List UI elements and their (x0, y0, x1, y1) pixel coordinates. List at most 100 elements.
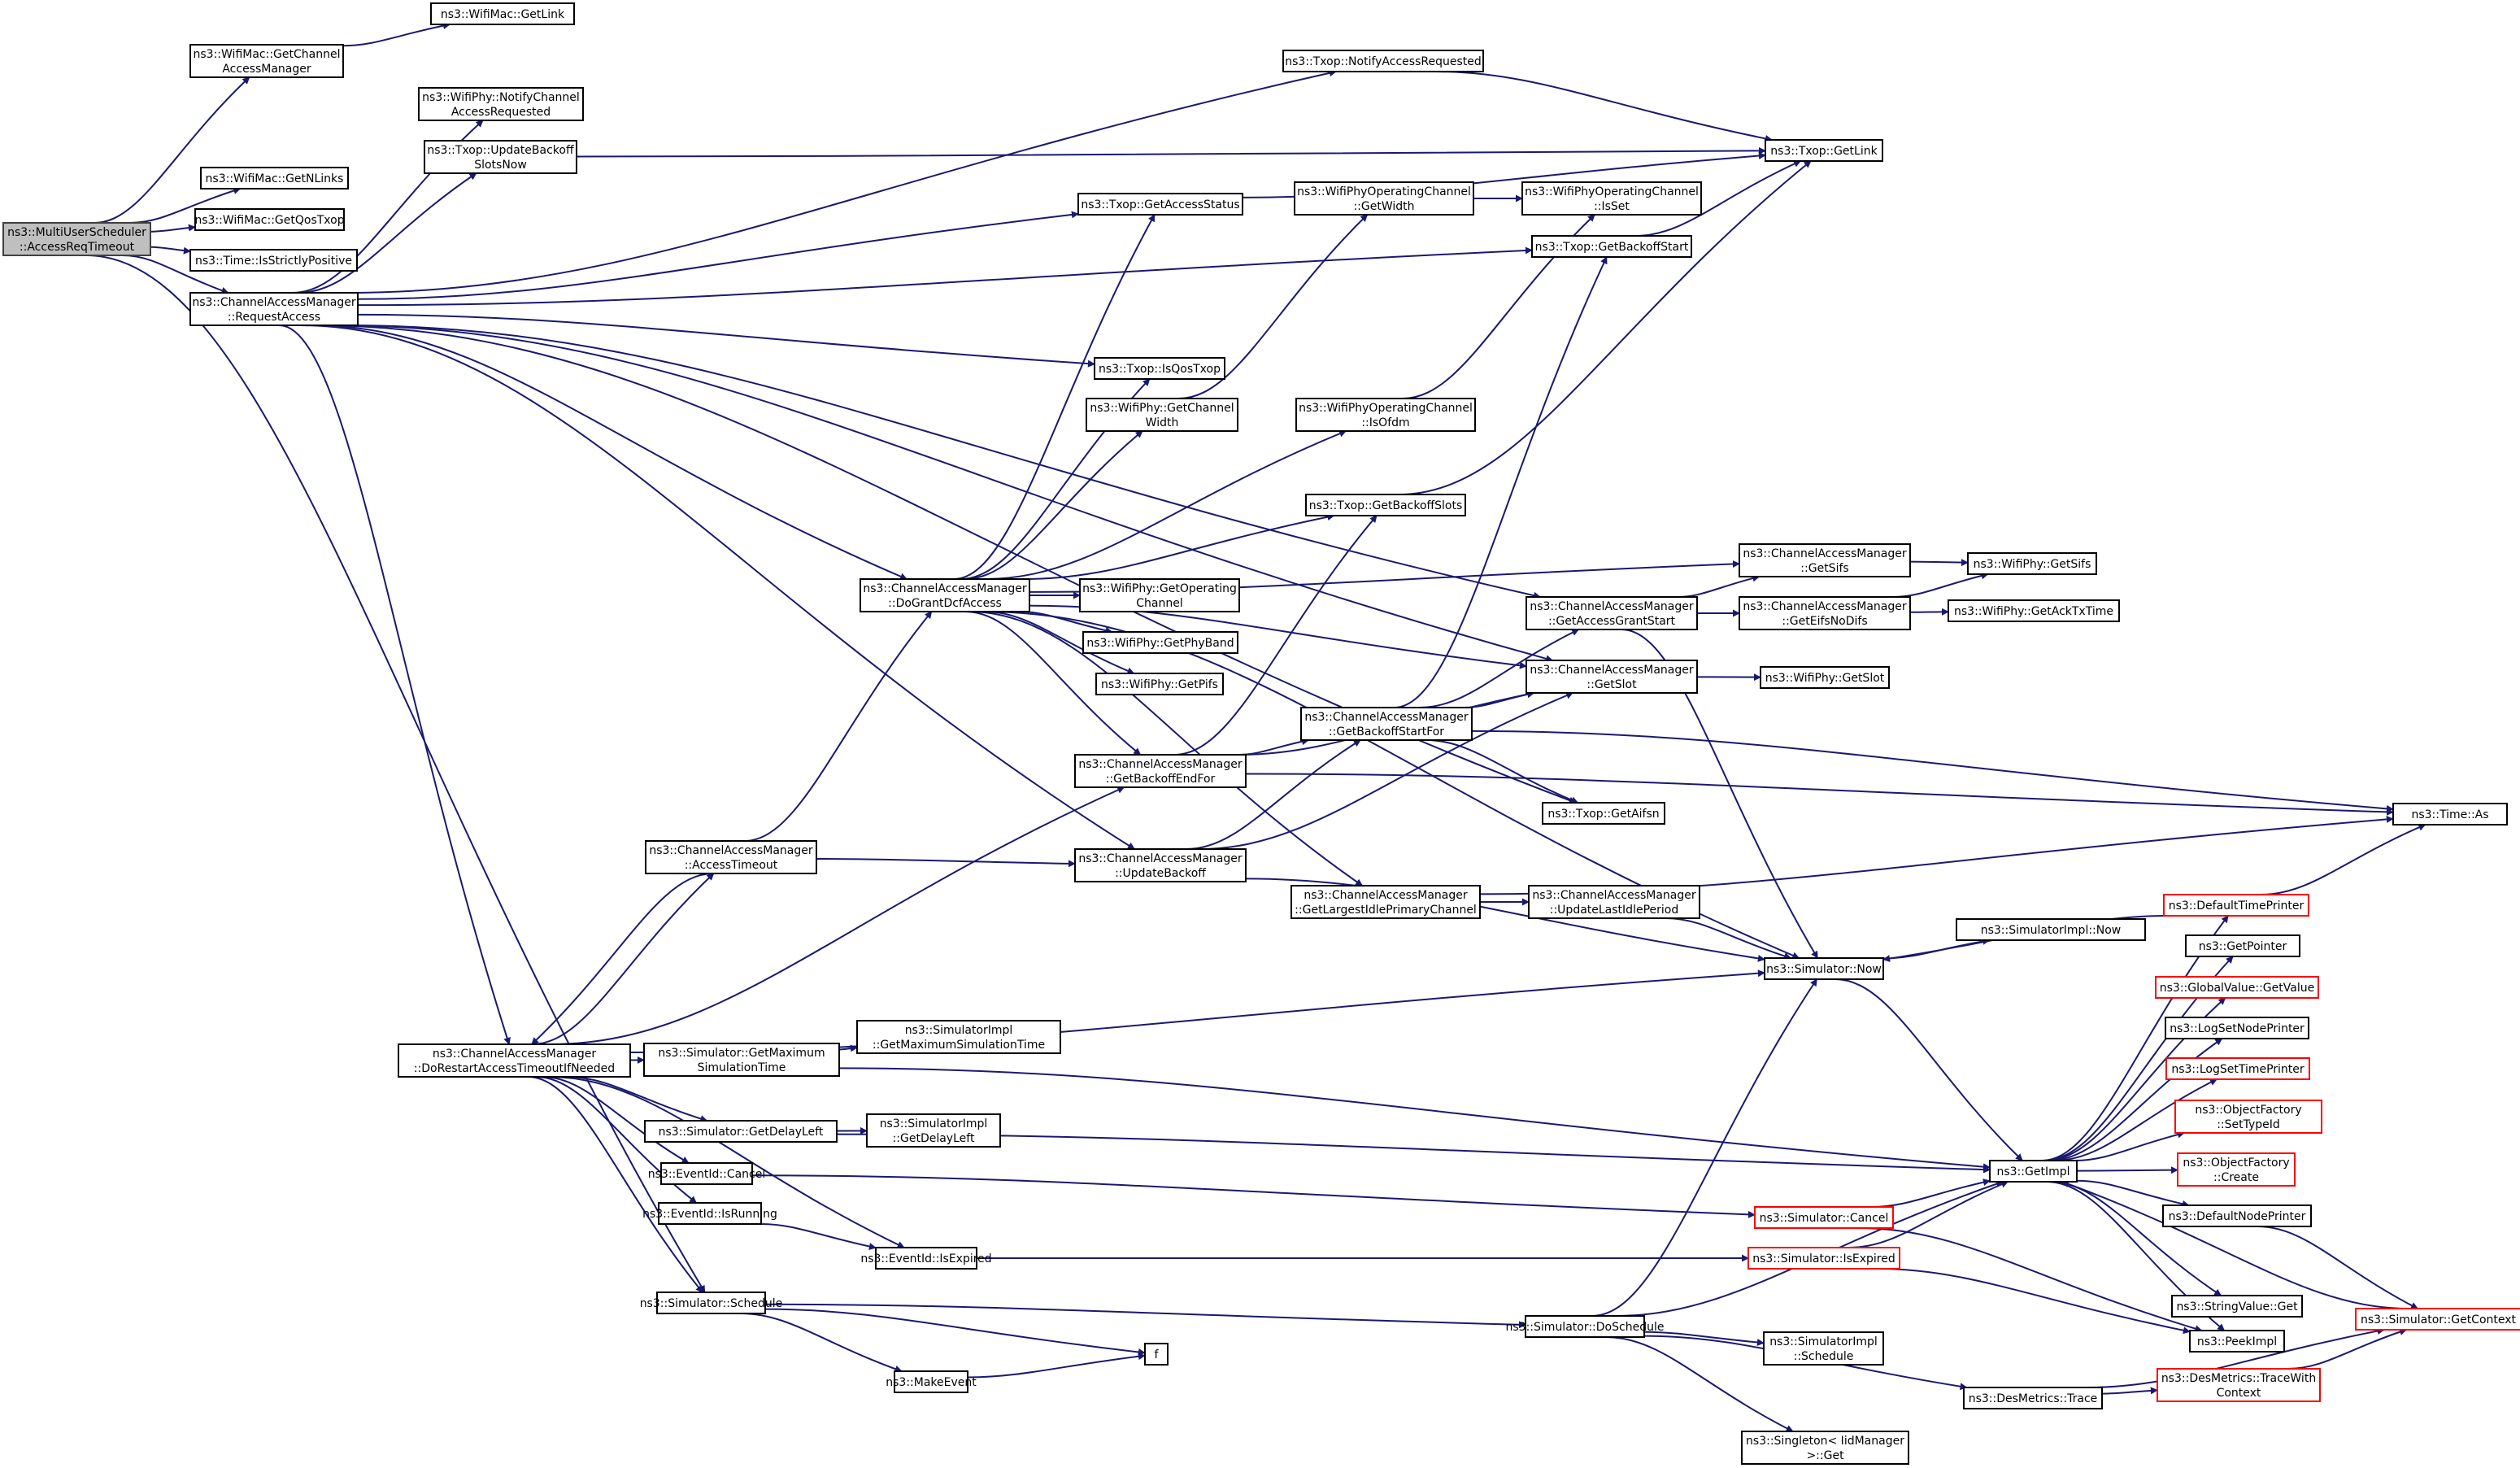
node-label: ::SetTypeId (2217, 1118, 2280, 1131)
node-label: ns3::Simulator::IsExpired (1752, 1252, 1895, 1265)
node-label: ns3::Singleton< IidManager (1746, 1435, 1904, 1448)
node-simImplNow[interactable]: ns3::SimulatorImpl::Now (1956, 918, 2146, 941)
node-eventIdIsExpired[interactable]: ns3::EventId::IsExpired (860, 1247, 992, 1270)
node-camGetEifsNoDifs[interactable]: ns3::ChannelAccessManager::GetEifsNoDifs (1739, 596, 1911, 630)
node-phyGetSifs[interactable]: ns3::WifiPhy::GetSifs (1967, 552, 2097, 575)
node-simIsExpired[interactable]: ns3::Simulator::IsExpired (1747, 1247, 1900, 1270)
node-phyGetSlot[interactable]: ns3::WifiPhy::GetSlot (1760, 666, 1890, 689)
node-box (2162, 1204, 2312, 1227)
node-camDoGrantDcfAccess[interactable]: ns3::ChannelAccessManager::DoGrantDcfAcc… (860, 578, 1030, 612)
edge-eventIdIsRunning-to-eventIdIsExpired (760, 1223, 877, 1250)
node-stringValueGet[interactable]: ns3::StringValue::Get (2171, 1295, 2303, 1318)
node-root[interactable]: ns3::MultiUserScheduler::AccessReqTimeou… (2, 222, 151, 256)
node-eventIdCancel[interactable]: ns3::EventId::Cancel (648, 1162, 766, 1185)
node-camGetLargestIdle[interactable]: ns3::ChannelAccessManager::GetLargestIdl… (1290, 885, 1481, 919)
node-simGetDelayLeft[interactable]: ns3::Simulator::GetDelayLeft (644, 1120, 838, 1143)
node-defaultNodePrinter[interactable]: ns3::DefaultNodePrinter (2162, 1204, 2312, 1227)
node-objFactoryCreate[interactable]: ns3::ObjectFactory::Create (2177, 1152, 2296, 1187)
node-label: ns3::EventId::IsRunning (642, 1208, 777, 1221)
node-label: ns3::WifiPhyOperatingChannel (1525, 185, 1699, 198)
node-desMetricsTrace[interactable]: ns3::DesMetrics::Trace (1963, 1387, 2103, 1409)
node-label: ns3::WifiPhy::NotifyChannel (422, 91, 580, 104)
node-getPointer[interactable]: ns3::GetPointer (2185, 934, 2300, 957)
node-camUpdateLastIdle[interactable]: ns3::ChannelAccessManager::UpdateLastIdl… (1528, 885, 1700, 919)
node-txopGetBackoffSlots[interactable]: ns3::Txop::GetBackoffSlots (1305, 494, 1466, 516)
node-txopGetBackoffStart[interactable]: ns3::Txop::GetBackoffStart (1531, 235, 1692, 258)
node-simSchedule[interactable]: ns3::Simulator::Schedule (640, 1292, 783, 1314)
node-timeIsStrictlyPositive[interactable]: ns3::Time::IsStrictlyPositive (189, 249, 358, 272)
node-box (894, 1370, 968, 1393)
node-phyGetAckTxTime[interactable]: ns3::WifiPhy::GetAckTxTime (1948, 599, 2120, 622)
node-label: ns3::ChannelAccessManager (649, 844, 813, 857)
node-macGetLink[interactable]: ns3::WifiMac::GetLink (430, 2, 575, 25)
node-eventIdIsRunning[interactable]: ns3::EventId::IsRunning (642, 1202, 777, 1225)
node-globalValueGetValue[interactable]: ns3::GlobalValue::GetValue (2155, 976, 2319, 999)
node-box (1525, 660, 1698, 694)
node-defaultTimePrinter[interactable]: ns3::DefaultTimePrinter (2163, 894, 2309, 917)
node-label: ns3::WifiMac::GetLink (441, 8, 565, 21)
node-simImplGetDelayLeft[interactable]: ns3::SimulatorImpl::GetDelayLeft (866, 1113, 1001, 1148)
node-f[interactable]: f (1144, 1343, 1169, 1366)
node-camAccessTimeout[interactable]: ns3::ChannelAccessManager::AccessTimeout (645, 840, 817, 874)
node-makeEvent[interactable]: ns3::MakeEvent (886, 1370, 977, 1393)
edge-camDoRestart-to-camAccessTimeout (531, 873, 715, 1045)
node-camGetSifs[interactable]: ns3::ChannelAccessManager::GetSifs (1739, 543, 1911, 577)
node-camRequestAccess[interactable]: ns3::ChannelAccessManager::RequestAccess (189, 292, 359, 326)
node-label: ns3::Txop::UpdateBackoff (427, 144, 574, 157)
edge-camRequestAccess-to-txopUpdateBackoffSlotsNow (298, 172, 477, 294)
node-logSetNodePrinter[interactable]: ns3::LogSetNodePrinter (2165, 1017, 2309, 1039)
node-phyNotifyCAR[interactable]: ns3::WifiPhy::NotifyChannelAccessRequest… (418, 87, 584, 121)
node-timeAs[interactable]: ns3::Time::As (2392, 803, 2508, 825)
node-simImplSchedule[interactable]: ns3::SimulatorImpl::Schedule (1763, 1331, 1884, 1366)
node-simCancel[interactable]: ns3::Simulator::Cancel (1754, 1206, 1894, 1229)
node-txopIsQosTxop[interactable]: ns3::Txop::IsQosTxop (1094, 357, 1225, 380)
node-wpocGetWidth[interactable]: ns3::WifiPhyOperatingChannel::GetWidth (1294, 181, 1474, 216)
node-label: ns3::ChannelAccessManager (863, 582, 1027, 595)
node-box (1094, 357, 1225, 380)
edge-simNow-to-simImplNow (1882, 937, 1991, 960)
edge-simGetMaxSimTime-to-getImpl (838, 1067, 1991, 1171)
node-phyGetPhyBand[interactable]: ns3::WifiPhy::GetPhyBand (1082, 631, 1238, 654)
node-macGetQosTxop[interactable]: ns3::WifiMac::GetQosTxop (194, 208, 345, 231)
node-wpocIsOfdm[interactable]: ns3::WifiPhyOperatingChannel::IsOfdm (1295, 398, 1476, 432)
node-box (1074, 848, 1247, 882)
node-phyGetPifs[interactable]: ns3::WifiPhy::GetPifs (1095, 673, 1224, 695)
node-simNow[interactable]: ns3::Simulator::Now (1764, 957, 1884, 980)
node-label: ns3::WifiPhy::GetPifs (1101, 678, 1218, 691)
node-wpocIsSet[interactable]: ns3::WifiPhyOperatingChannel::IsSet (1521, 181, 1702, 216)
node-camGetAccessGrantStart[interactable]: ns3::ChannelAccessManager::GetAccessGran… (1525, 596, 1698, 630)
node-box (1956, 918, 2146, 941)
node-camGetSlot[interactable]: ns3::ChannelAccessManager::GetSlot (1525, 660, 1698, 694)
node-camDoRestart[interactable]: ns3::ChannelAccessManager::DoRestartAcce… (398, 1043, 631, 1078)
node-txopGetAccessStatus[interactable]: ns3::Txop::GetAccessStatus (1077, 193, 1243, 216)
node-box (1290, 885, 1481, 919)
node-camGetBackoffStartFor[interactable]: ns3::ChannelAccessManager::GetBackoffSta… (1300, 707, 1473, 741)
edge-getImpl-to-defaultNodePrinter (2076, 1179, 2190, 1208)
node-txopGetAifsn[interactable]: ns3::Txop::GetAifsn (1542, 802, 1665, 825)
node-macGetNLinks[interactable]: ns3::WifiMac::GetNLinks (200, 167, 349, 189)
node-simDoSchedule[interactable]: ns3::Simulator::DoSchedule (1506, 1315, 1665, 1338)
node-label: ::Schedule (1794, 1350, 1854, 1363)
node-objFactorySetTypeId[interactable]: ns3::ObjectFactory::SetTypeId (2174, 1100, 2322, 1134)
node-logSetTimePrinter[interactable]: ns3::LogSetTimePrinter (2165, 1057, 2310, 1080)
node-singletonGet[interactable]: ns3::Singleton< IidManager>::Get (1741, 1431, 1909, 1465)
edge-getImpl-to-defaultTimePrinter (2041, 915, 2229, 1161)
node-label: ns3::StringValue::Get (2176, 1300, 2298, 1313)
node-simGetContext[interactable]: ns3::Simulator::GetContext (2355, 1308, 2520, 1331)
node-camUpdateBackoff[interactable]: ns3::ChannelAccessManager::UpdateBackoff (1074, 848, 1247, 882)
node-txopNotifyAccessRequested[interactable]: ns3::Txop::NotifyAccessRequested (1282, 50, 1484, 72)
node-box (398, 1043, 631, 1078)
node-simImplGetMaxSimTime[interactable]: ns3::SimulatorImpl::GetMaximumSimulation… (856, 1020, 1061, 1054)
node-peekImpl[interactable]: ns3::PeekImpl (2189, 1330, 2285, 1353)
edge-getImpl-to-objFactoryCreate (2076, 1166, 2178, 1174)
node-camGetBackoffEndFor[interactable]: ns3::ChannelAccessManager::GetBackoffEnd… (1074, 754, 1247, 788)
node-simGetMaxSimTime[interactable]: ns3::Simulator::GetMaximumSimulationTime (643, 1043, 840, 1077)
node-txopGetLink[interactable]: ns3::Txop::GetLink (1765, 139, 1883, 162)
node-getImpl[interactable]: ns3::GetImpl (1989, 1160, 2078, 1183)
